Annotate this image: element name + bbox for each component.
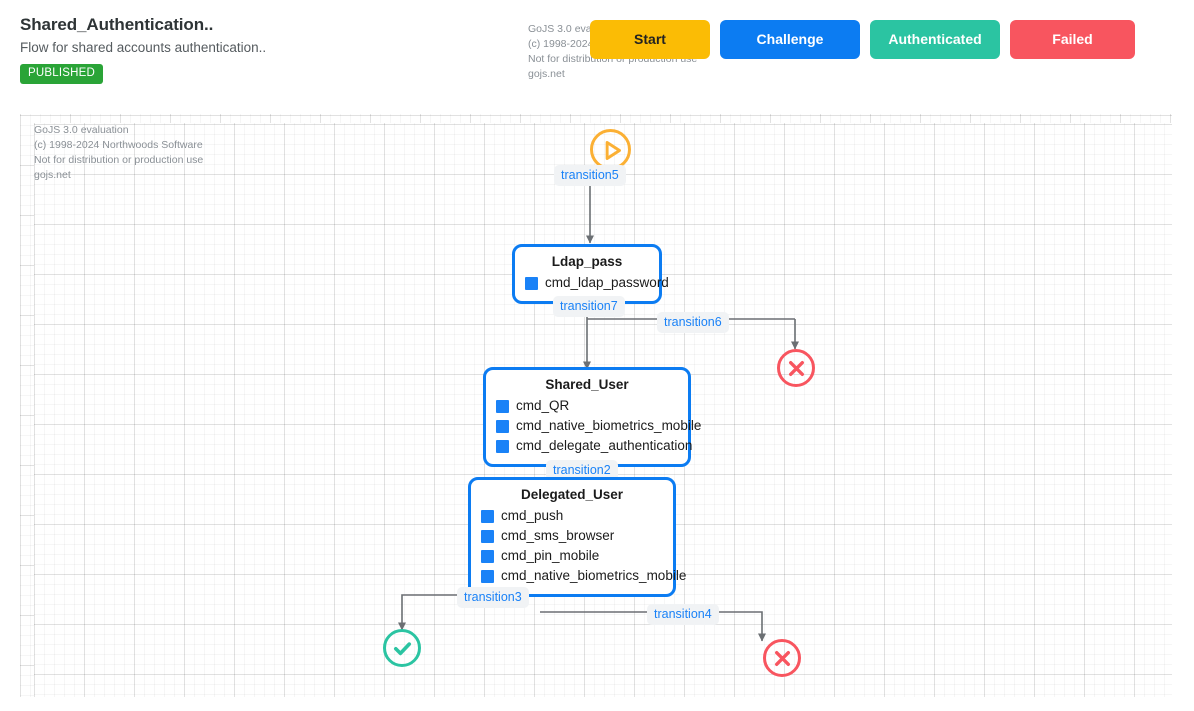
watermark-line-4: gojs.net xyxy=(528,68,565,80)
legend-challenge-button[interactable]: Challenge xyxy=(720,20,860,59)
node-title-ldap-pass: Ldap_pass xyxy=(551,254,623,269)
command-square-icon xyxy=(481,569,494,583)
terminal-fail-bottom[interactable] xyxy=(763,639,801,677)
node-title-delegated-user: Delegated_User xyxy=(520,487,624,502)
command-row[interactable]: cmd_pin_mobile xyxy=(481,546,663,566)
command-row[interactable]: cmd_sms_browser xyxy=(481,526,663,546)
start-node[interactable] xyxy=(570,129,631,170)
command-row[interactable]: cmd_ldap_password xyxy=(525,273,669,293)
command-square-icon xyxy=(481,509,494,523)
legend-start-button[interactable]: Start xyxy=(590,20,710,59)
transition-label-transition7[interactable]: transition7 xyxy=(553,296,625,317)
flow-header-info: Shared_Authentication.. Flow for shared … xyxy=(20,14,266,84)
command-label: cmd_delegate_authentication xyxy=(516,438,693,453)
page-subtitle: Flow for shared accounts authentication.… xyxy=(20,40,267,55)
node-delegated-user[interactable]: Delegated_User cmd_push cmd_sms_browser … xyxy=(468,477,686,597)
command-row[interactable]: cmd_native_biometrics_mobile xyxy=(496,416,701,436)
command-label: cmd_QR xyxy=(516,398,570,413)
command-row[interactable]: cmd_delegate_authentication xyxy=(496,436,692,456)
legend-button-group: Start Challenge Authenticated Failed xyxy=(590,20,1135,59)
transition-label-transition4[interactable]: transition4 xyxy=(647,604,719,625)
legend-authenticated-button[interactable]: Authenticated xyxy=(870,20,1000,59)
command-square-icon xyxy=(481,549,494,563)
node-ldap-pass[interactable]: Ldap_pass cmd_ldap_password xyxy=(512,244,669,304)
node-title-shared-user: Shared_User xyxy=(545,377,629,392)
command-label: cmd_sms_browser xyxy=(501,528,615,543)
command-row[interactable]: cmd_native_biometrics_mobile xyxy=(481,566,686,586)
terminal-success[interactable] xyxy=(383,629,421,667)
command-row[interactable]: cmd_push xyxy=(481,506,663,526)
node-shared-user[interactable]: Shared_User cmd_QR cmd_native_biometrics… xyxy=(483,367,701,467)
command-label: cmd_native_biometrics_mobile xyxy=(501,568,687,583)
transition-label-transition2[interactable]: transition2 xyxy=(546,460,618,481)
command-label: cmd_push xyxy=(501,508,564,523)
terminal-fail-top[interactable] xyxy=(777,349,815,387)
command-square-icon xyxy=(496,399,509,413)
transition-label-transition3[interactable]: transition3 xyxy=(457,587,529,608)
command-square-icon xyxy=(496,419,509,433)
command-label: cmd_pin_mobile xyxy=(501,548,600,563)
command-label: cmd_ldap_password xyxy=(545,275,669,290)
command-square-icon xyxy=(496,439,509,453)
page-header: Shared_Authentication.. Flow for shared … xyxy=(0,0,1194,100)
status-badge: PUBLISHED xyxy=(20,64,103,84)
command-square-icon xyxy=(481,529,494,543)
command-row[interactable]: cmd_QR xyxy=(496,396,678,416)
command-square-icon xyxy=(525,276,538,290)
transition-label-transition6[interactable]: transition6 xyxy=(657,312,729,333)
page-title: Shared_Authentication.. xyxy=(20,15,214,34)
legend-failed-button[interactable]: Failed xyxy=(1010,20,1135,59)
transition-label-transition5[interactable]: transition5 xyxy=(554,165,626,186)
play-circle-icon[interactable] xyxy=(590,129,631,170)
command-label: cmd_native_biometrics_mobile xyxy=(516,418,702,433)
flow-diagram-canvas[interactable]: GoJS 3.0 evaluation (c) 1998-2024 Northw… xyxy=(20,114,1172,697)
